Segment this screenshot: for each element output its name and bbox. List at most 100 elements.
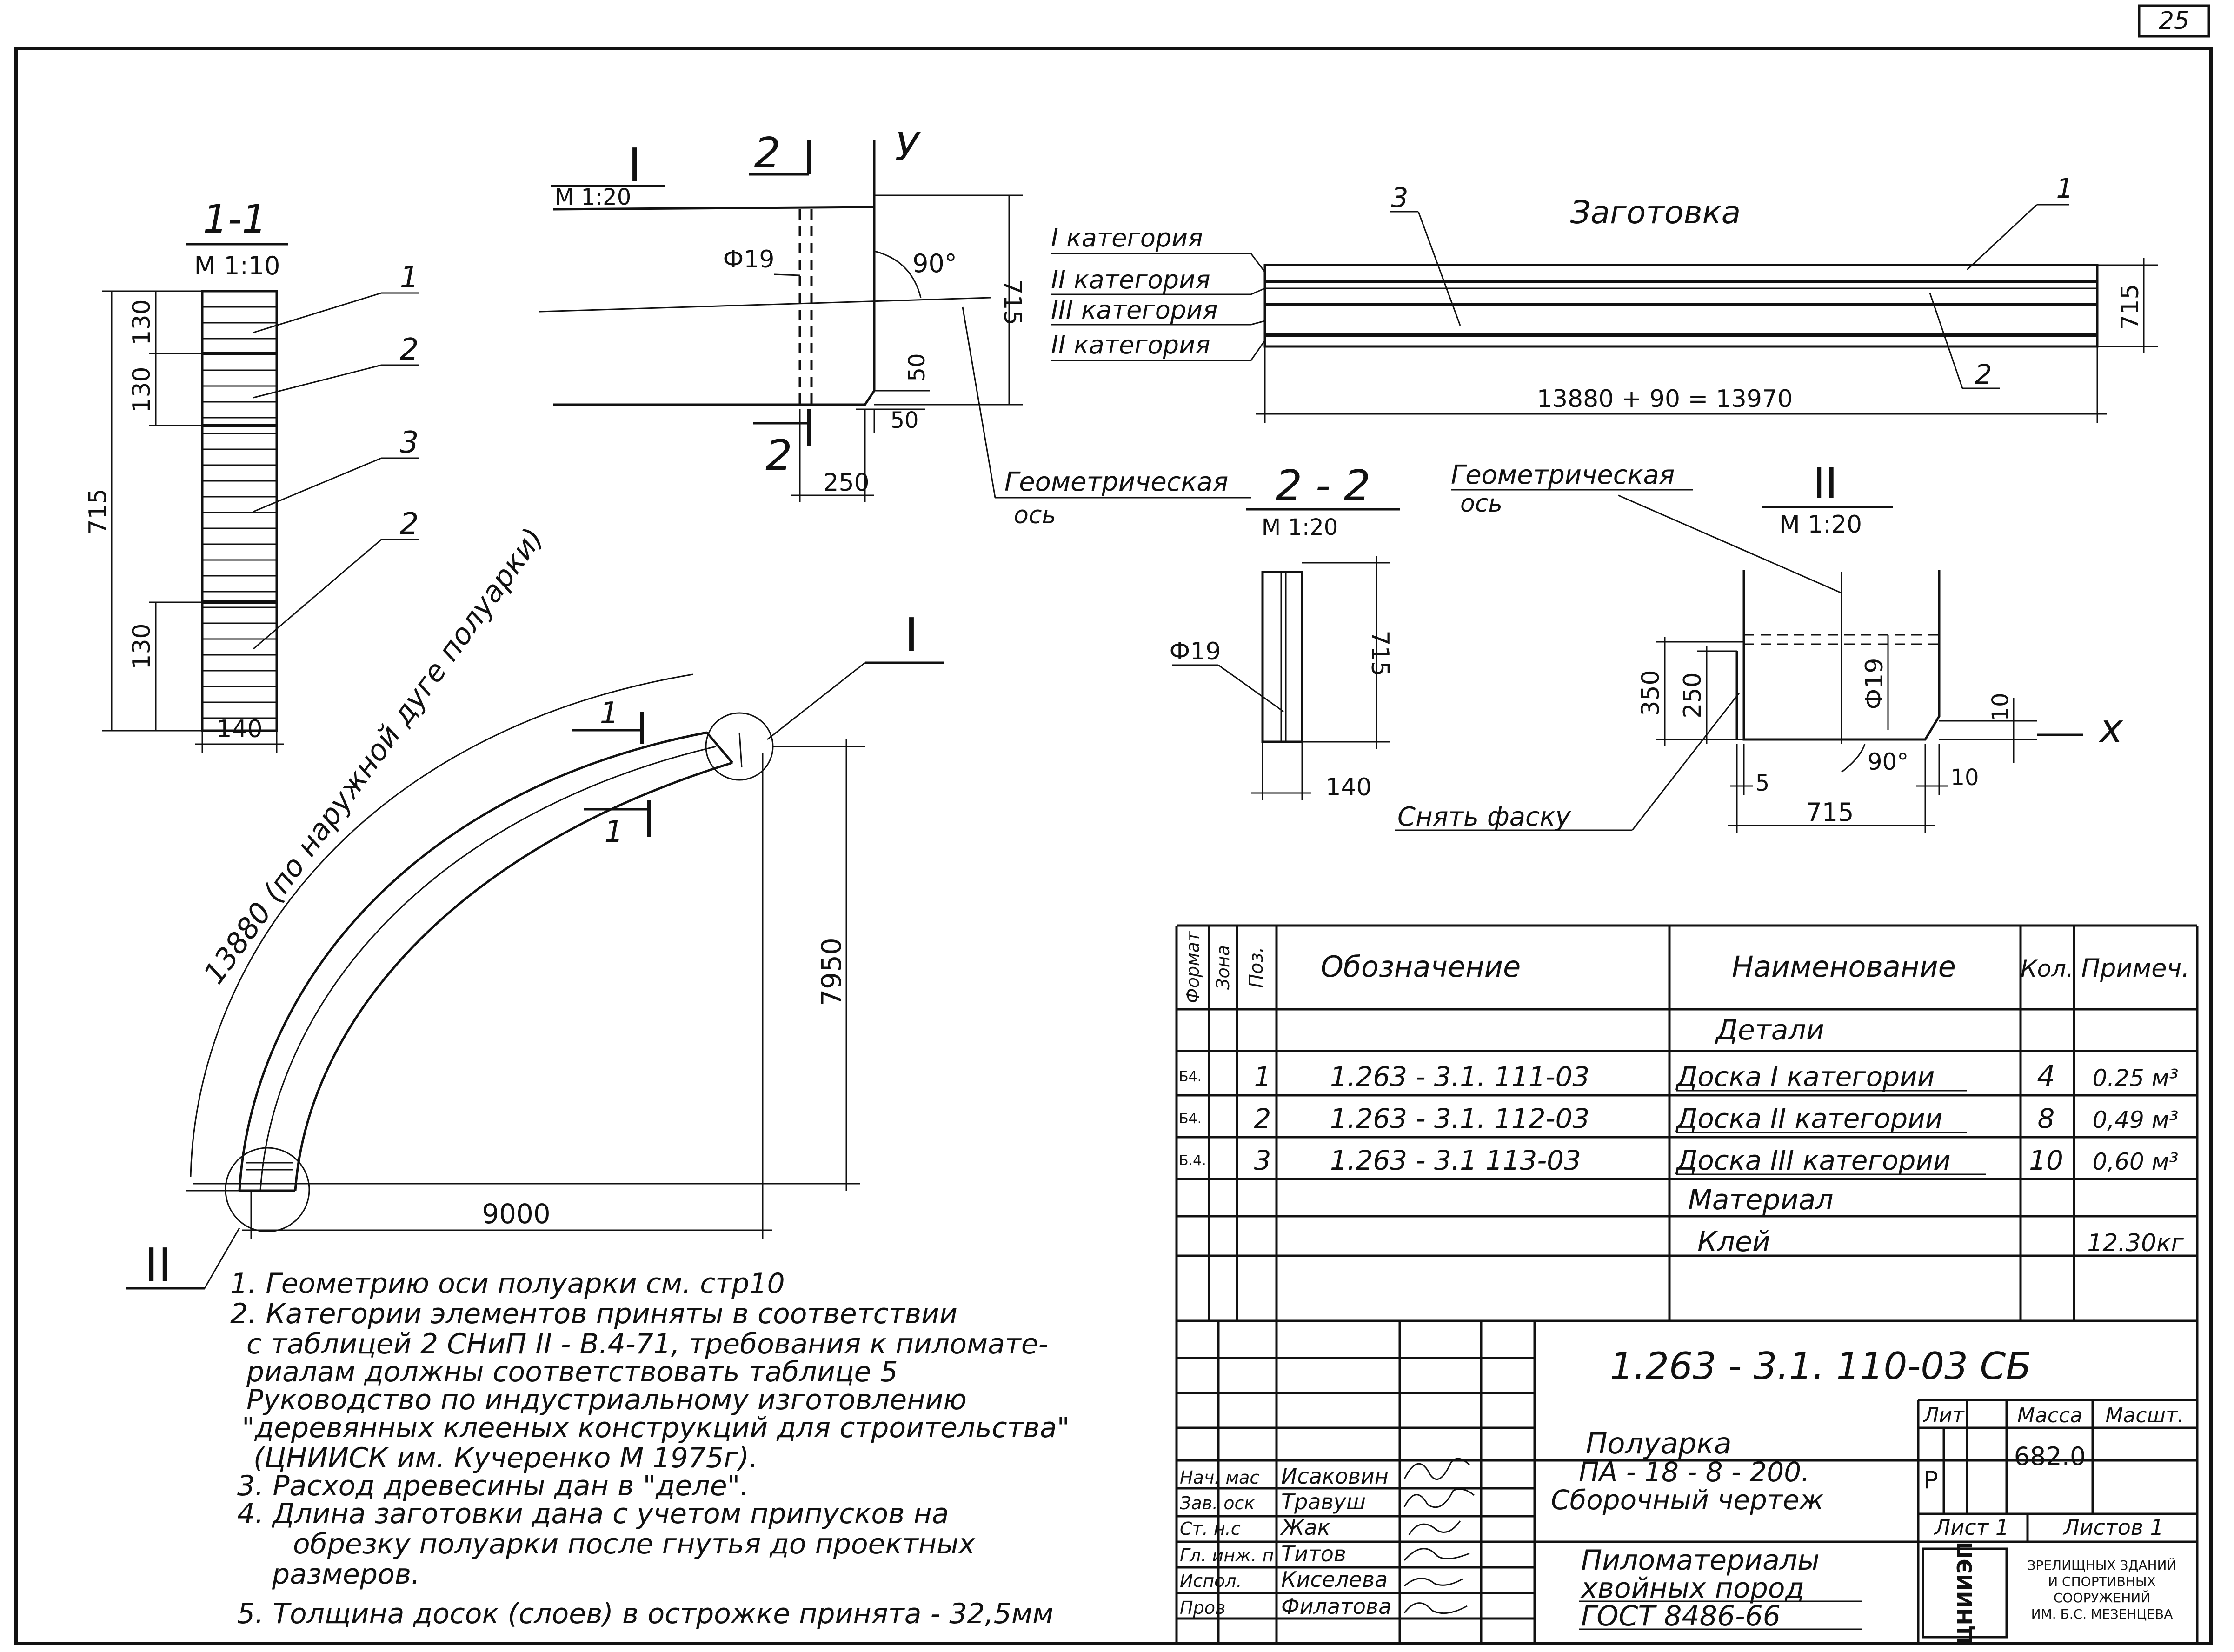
node-II-dim-5: 5 xyxy=(1755,770,1770,796)
dim-140-label: 140 xyxy=(216,715,262,743)
node-II-hole: Ф19 xyxy=(1861,658,1888,710)
mass-value: 682.0 xyxy=(2014,1442,2086,1471)
node-I-dim-715: 715 xyxy=(998,279,1026,325)
arc-mid-line xyxy=(259,746,717,1191)
section-2-2-dim-715: 715 xyxy=(1366,630,1394,676)
axis-y-label: У xyxy=(895,124,921,170)
doc-code: 1.263 - 3.1. 110-03 СБ xyxy=(1610,1345,2031,1388)
section-2-2-dim-140: 140 xyxy=(1325,773,1371,801)
arc-dimensions xyxy=(193,739,865,1239)
node-II: Геометрическая ось II М 1:20 xyxy=(1395,459,2123,833)
title-name-line2: ПА - 18 - 8 - 200. xyxy=(1579,1456,1810,1488)
node-I-dimensions xyxy=(791,194,1023,502)
node-II-title: II xyxy=(1813,459,1837,508)
dim-715: 715 xyxy=(84,488,112,534)
node-II-dim-250: 250 xyxy=(1679,672,1707,718)
note-2d: Руководство по индустриальному изготовле… xyxy=(246,1384,967,1416)
spec-row-3-designation: 1.263 - 3.1 113-03 xyxy=(1330,1145,1581,1176)
org-line4: ИМ. Б.С. МЕЗЕНЦЕВА xyxy=(2031,1606,2173,1622)
blank-cat2: II категория xyxy=(1051,265,1210,294)
section-2-2: 2 - 2 М 1:20 715 140 Ф19 xyxy=(1170,461,1400,801)
title-block: 1.263 - 3.1. 110-03 СБ Полуарка ПА - 18 … xyxy=(1175,1321,2197,1644)
arc-cut-mark-bottom: 1 xyxy=(605,815,624,849)
mass-header: Масса xyxy=(2017,1404,2082,1427)
blank-dim-715: 715 xyxy=(2116,284,2144,330)
note-2b: с таблицей 2 СНиП II - В.4-71, требовани… xyxy=(246,1328,1048,1360)
note-1: 1. Геометрию оси полуарки см. стр10 xyxy=(230,1267,785,1300)
axis-x-label: х xyxy=(2098,706,2123,751)
callout-2: 2 xyxy=(400,333,419,367)
dim-130-second: 130 xyxy=(128,366,156,413)
axis-leader xyxy=(962,306,996,498)
section-2-2-scale: М 1:20 xyxy=(1262,514,1338,540)
spec-header-note: Примеч. xyxy=(2081,953,2189,983)
note-3: 3. Расход древесины дан в "деле". xyxy=(237,1470,749,1502)
org-line1: ЗРЕЛИЩНЫХ ЗДАНИЙ xyxy=(2028,1557,2177,1573)
signatures xyxy=(1403,1458,1475,1614)
node-I-title: I xyxy=(628,138,642,193)
spec-material-note: 12.30кг xyxy=(2087,1229,2184,1257)
spec-row-1-qty: 4 xyxy=(2037,1059,2055,1093)
spec-row-1-format: Б4. xyxy=(1179,1069,1202,1085)
node-I-dim-50-b: 50 xyxy=(890,407,918,433)
signer-4-name: Титов xyxy=(1281,1541,1346,1566)
org-line3: СООРУЖЕНИЙ xyxy=(2054,1590,2150,1605)
spec-header-qty: Кол. xyxy=(2021,955,2074,982)
sheet-frame xyxy=(14,47,2213,1645)
spec-row-2-pos: 2 xyxy=(1254,1103,1271,1134)
spec-header-designation: Обозначение xyxy=(1321,950,1521,984)
blank-callout-1: 1 xyxy=(2056,173,2074,204)
arc-dim-9000: 9000 xyxy=(482,1198,551,1230)
note-2c: риалам должны соответствовать таблице 5 xyxy=(246,1356,898,1388)
spec-row-2-format: Б4. xyxy=(1179,1111,1202,1127)
node-I-section-mark-bottom: 2 xyxy=(765,431,792,480)
signer-5-name: Киселева xyxy=(1281,1567,1388,1592)
glulam-layers xyxy=(202,306,277,719)
spec-group-material: Материал xyxy=(1688,1184,1834,1216)
spec-row-3-name: Доска III категории xyxy=(1675,1145,1951,1176)
callout-1: 1 xyxy=(400,260,419,295)
notes: 1. Геометрию оси полуарки см. стр10 2. К… xyxy=(230,1267,1070,1630)
title-material-line2: хвойных пород xyxy=(1580,1572,1804,1605)
note-2: 2. Категории элементов приняты в соответ… xyxy=(230,1298,957,1330)
note-5: 5. Толщина досок (слоев) в острожке прин… xyxy=(237,1598,1053,1630)
arc-dim-7950: 7950 xyxy=(816,938,847,1006)
arc-node-I-label: I xyxy=(904,608,918,662)
section-2-2-title: 2 - 2 xyxy=(1276,461,1370,510)
node-I-scale: М 1:20 xyxy=(555,184,631,210)
node-II-dim-10a: 10 xyxy=(1988,693,2014,721)
node-I-dim-50-a: 50 xyxy=(904,353,930,381)
spec-row-3-format: Б.4. xyxy=(1179,1152,1206,1169)
section-1-1-scale: М 1:10 xyxy=(194,251,280,280)
node-II-chamfer-note: Снять фаску xyxy=(1397,802,1571,832)
section-1-1-dimensions xyxy=(102,290,284,753)
node-I-centerline xyxy=(539,297,991,313)
signer-1-name: Исаковин xyxy=(1281,1464,1389,1489)
blank-cat1: I категория xyxy=(1051,223,1203,253)
arc-inner xyxy=(294,761,733,1191)
signer-6-name: Филатова xyxy=(1281,1594,1391,1619)
signer-3-name: Жак xyxy=(1280,1515,1330,1540)
blank-callout-2: 2 xyxy=(1975,359,1992,390)
node-II-angle: 90° xyxy=(1868,748,1909,775)
lit-header: Лит xyxy=(1922,1404,1965,1427)
signer-3-role: Ст. н.с xyxy=(1180,1519,1241,1539)
spec-row-2-designation: 1.263 - 3.1. 112-03 xyxy=(1330,1103,1589,1134)
node-I-hole-label: Ф19 xyxy=(723,246,775,273)
arc-cut-mark-top: 1 xyxy=(600,696,619,731)
node-II-dim-350: 350 xyxy=(1637,670,1665,716)
signer-2-role: Зав. оск xyxy=(1180,1493,1255,1513)
org-logo-box xyxy=(1922,1547,2008,1639)
signer-5-role: Испол. xyxy=(1180,1571,1242,1591)
note-2f: (ЦНИИСК им. Кучеренко М 1975г). xyxy=(253,1442,758,1474)
signer-2-name: Травуш xyxy=(1281,1489,1366,1514)
title-material-line1: Пиломатериалы xyxy=(1581,1544,1820,1577)
node-I-axis-label: Геометрическая xyxy=(1004,467,1228,497)
spec-row-1-name: Доска I категории xyxy=(1675,1061,1935,1092)
section-2-2-dimensions xyxy=(1251,556,1390,800)
node-II-dim-715: 715 xyxy=(1806,798,1854,827)
signer-4-role: Гл. инж. п xyxy=(1180,1545,1274,1565)
lit-value: Р xyxy=(1923,1466,1938,1494)
spec-header-zone: Зона xyxy=(1213,945,1233,990)
blank-cat4: II категория xyxy=(1051,330,1210,360)
